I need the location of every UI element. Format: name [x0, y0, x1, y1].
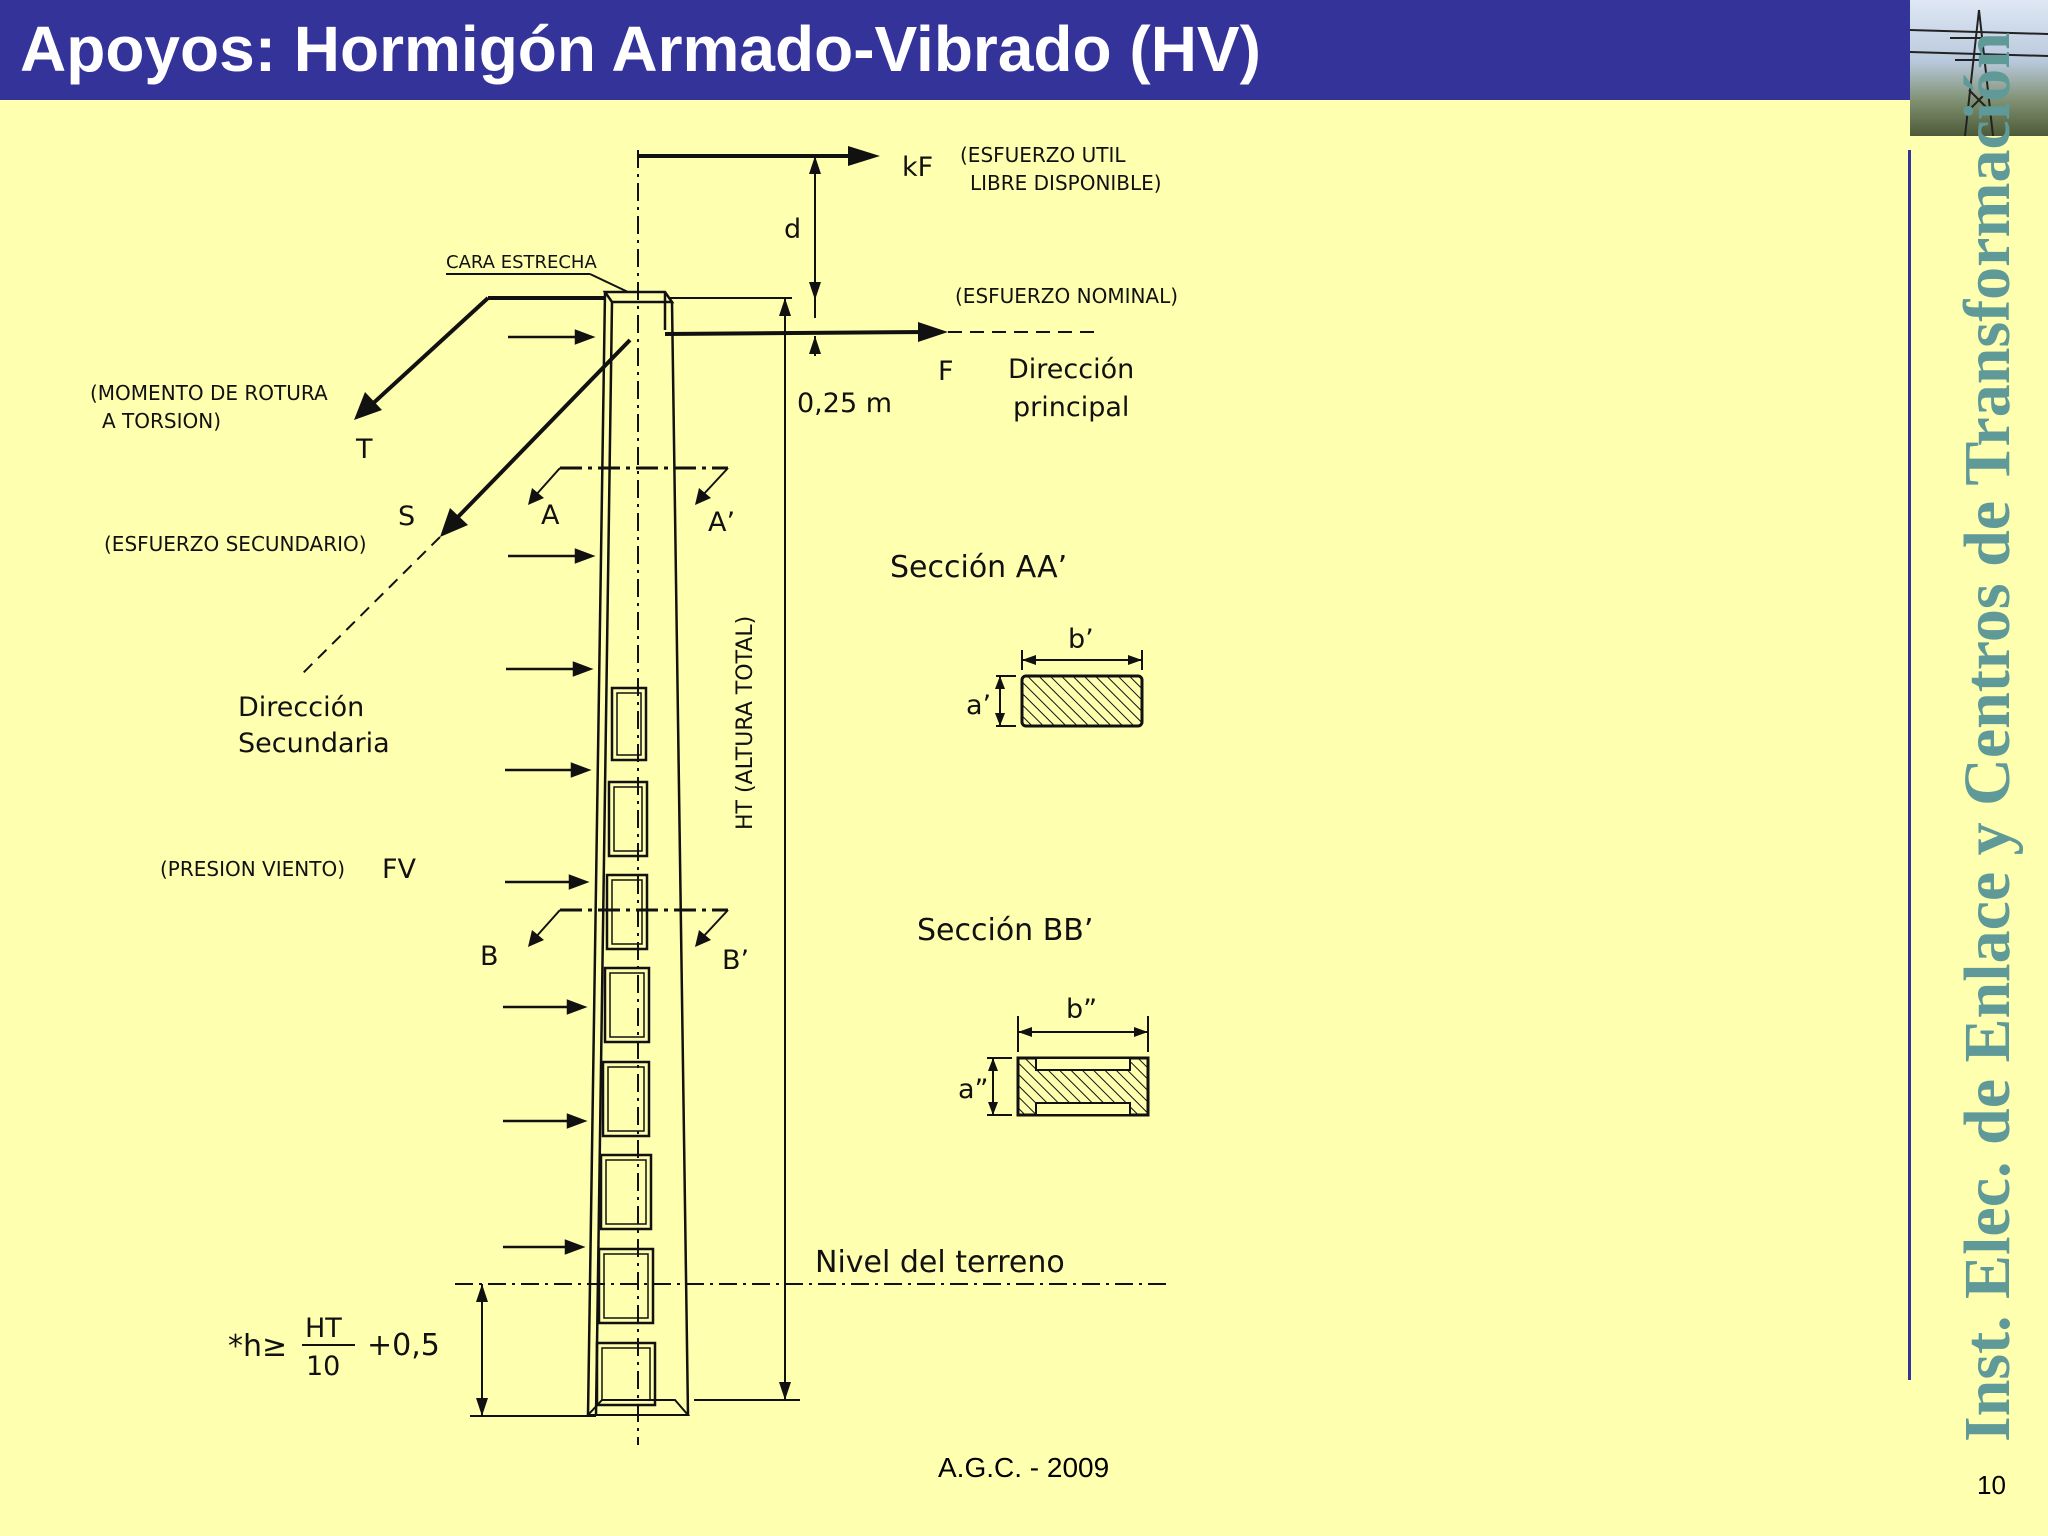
power-tower-photo [1910, 0, 2048, 136]
side-divider [1908, 150, 1911, 1380]
kf-desc-1: (ESFUERZO UTIL [960, 143, 1126, 167]
pole-diagram: kF (ESFUERZO UTIL LIBRE DISPONIBLE) d CA… [90, 143, 1178, 1445]
formula-suffix: +0,5 [367, 1328, 440, 1363]
f-arrow [664, 330, 931, 336]
dir-principal-2: principal [1013, 392, 1129, 423]
ht-label: HT (ALTURA TOTAL) [733, 616, 758, 830]
a-prime-label: A’ [708, 507, 735, 538]
section-aa-shape [995, 650, 1144, 728]
esfuerzo-nominal-label: (ESFUERZO NOMINAL) [955, 284, 1178, 308]
dir-secundaria-1: Dirección [238, 692, 364, 723]
momento-1: (MOMENTO DE ROTURA [90, 381, 328, 405]
esfuerzo-secundario-label: (ESFUERZO SECUNDARIO) [104, 532, 367, 556]
section-bb-shape [987, 1016, 1150, 1117]
b-prime-label: B’ [722, 945, 749, 976]
side-title: Inst. Elec. de Enlace y Centros de Trans… [1951, 32, 2024, 1442]
b-label: B [480, 941, 499, 972]
slide-title: Apoyos: Hormigón Armado-Vibrado (HV) [20, 13, 1261, 85]
formula-num: HT [305, 1313, 342, 1344]
footer-credit: A.G.C. - 2009 [938, 1452, 1110, 1483]
presion-viento-label: (PRESION VIENTO) [160, 857, 345, 881]
seccion-bb-title: Sección BB’ [917, 913, 1093, 948]
dir-principal-1: Dirección [1008, 354, 1134, 385]
fv-label: FV [382, 854, 417, 885]
d-label: d [784, 214, 801, 245]
nivel-terreno-label: Nivel del terreno [815, 1245, 1065, 1280]
pole-body [585, 290, 691, 1416]
f-label: F [938, 356, 954, 387]
s-arrow [453, 338, 632, 522]
b-dprime-dim: b” [1066, 994, 1097, 1025]
momento-2: A TORSION) [102, 409, 221, 433]
kf-desc-2: LIBRE DISPONIBLE) [970, 171, 1162, 195]
s-label: S [398, 501, 415, 532]
a-label: A [541, 500, 560, 531]
dir-secundaria-2: Secundaria [238, 728, 390, 759]
dist-label: 0,25 m [797, 388, 892, 419]
wind-arrows [503, 329, 596, 1255]
b-prime-dim: b’ [1068, 624, 1094, 655]
page-number: 10 [1977, 1470, 2006, 1500]
cara-estrecha-label: CARA ESTRECHA [446, 252, 597, 273]
tower-icon [1910, 9, 2048, 136]
a-dprime-dim: a” [958, 1074, 989, 1105]
formula-den: 10 [306, 1351, 340, 1382]
title-bar: Apoyos: Hormigón Armado-Vibrado (HV) [0, 0, 1910, 100]
seccion-aa-title: Sección AA’ [890, 550, 1067, 585]
pole-openings [595, 686, 657, 1407]
kf-label: kF [902, 152, 933, 183]
t-label: T [355, 434, 373, 465]
formula-prefix: *h≥ [228, 1329, 287, 1364]
a-prime-dim: a’ [966, 690, 991, 721]
